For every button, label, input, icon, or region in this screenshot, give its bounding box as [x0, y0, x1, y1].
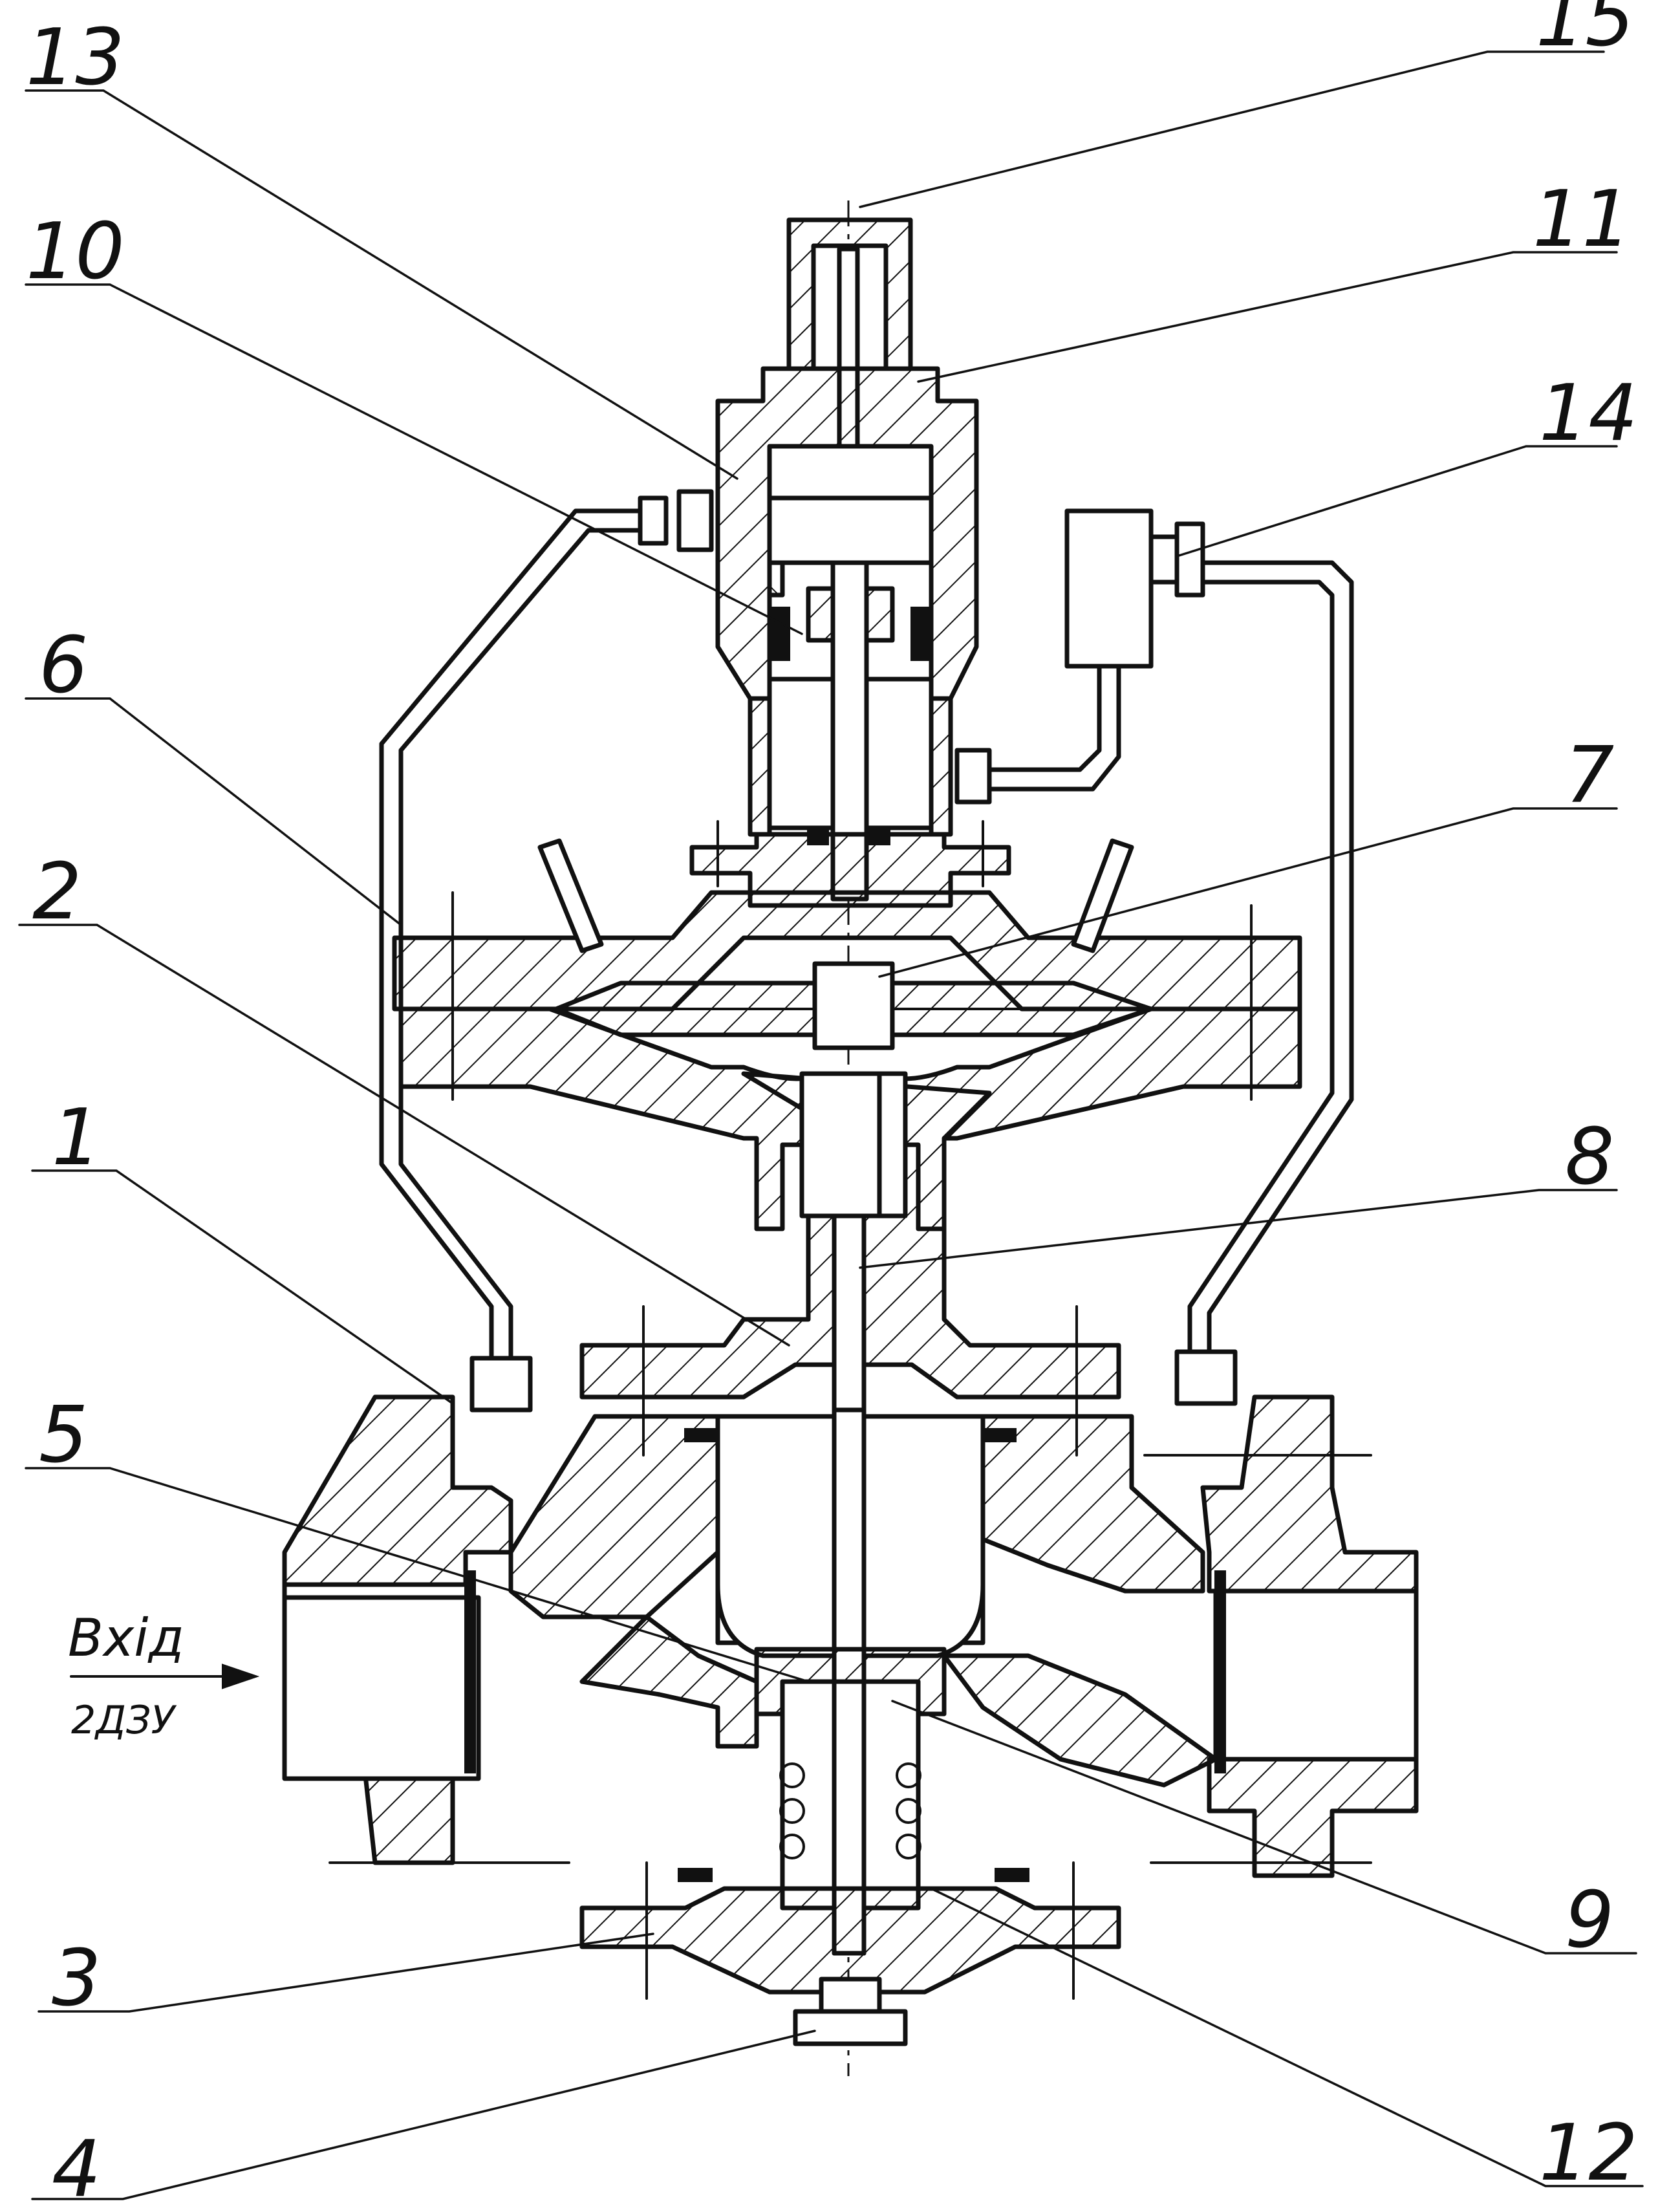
- callout-4: 4: [52, 2125, 101, 2210]
- bottom-cover: [579, 1861, 1121, 2046]
- callout-3: 3: [52, 1934, 101, 2024]
- leader-lines: [18, 50, 1644, 2200]
- actuator-base-flange: [689, 820, 1011, 908]
- inlet-size: 2ДЗУ: [71, 1698, 177, 1743]
- callout-11: 11: [1533, 175, 1632, 265]
- callout-2: 2: [32, 847, 81, 937]
- actuator-housing: [715, 366, 979, 902]
- callout-5: 5: [39, 1391, 88, 1480]
- callout-1: 1: [52, 1093, 101, 1183]
- callout-13: 13: [26, 13, 125, 103]
- inlet-label: Вхід: [68, 1608, 184, 1668]
- impulse-tubes: [379, 489, 1354, 1413]
- callout-10: 10: [26, 207, 125, 297]
- callout-6: 6: [39, 621, 88, 711]
- callout-15: 15: [1536, 0, 1635, 64]
- callout-8: 8: [1565, 1112, 1614, 1202]
- spring-housing: [678, 1647, 1029, 1956]
- callout-9: 9: [1565, 1876, 1614, 1966]
- callout-7: 7: [1565, 731, 1614, 821]
- bolts: [328, 838, 1372, 1864]
- callout-14: 14: [1539, 369, 1638, 459]
- inlet-indicator: [70, 1663, 260, 1689]
- callout-12: 12: [1539, 2108, 1638, 2198]
